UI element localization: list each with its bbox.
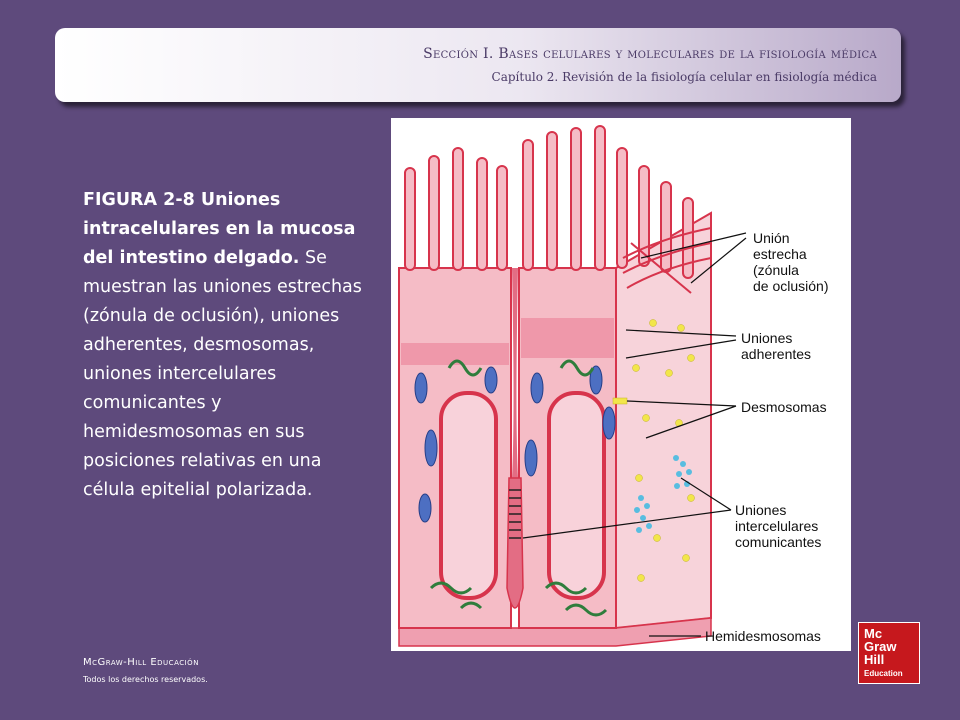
- left-cell-nucleus: [439, 391, 498, 600]
- label-adherens-junctions: Uniones adherentes: [741, 330, 811, 362]
- adherens-belts: [401, 318, 614, 365]
- caption-body: Se muestran las uniones estrechas (zónul…: [83, 248, 362, 500]
- label-line: Uniones: [735, 502, 787, 518]
- logo-line-4: Education: [864, 669, 903, 678]
- label-line: de oclusión): [753, 278, 829, 294]
- label-line: comunicantes: [735, 534, 822, 550]
- golgi-and-filaments: [429, 359, 608, 617]
- gap-junction-clusters: [634, 455, 692, 533]
- label-tight-junction: Unión estrecha (zónula de oclusión): [753, 230, 829, 294]
- mitochondria: [414, 365, 616, 523]
- microvilli: [404, 125, 694, 279]
- header-banner: Sección I. Bases celulares y moleculares…: [55, 28, 901, 102]
- figure-caption: FIGURA 2-8 Uniones intracelulares en la …: [83, 186, 363, 505]
- tight-junction-strands: [622, 227, 712, 294]
- label-line: adherentes: [741, 346, 812, 362]
- chapter-title: Capítulo 2. Revisión de la fisiología ce…: [491, 70, 877, 84]
- label-desmosomes: Desmosomas: [741, 399, 827, 415]
- label-gap-junctions: Uniones intercelulares comunicantes: [735, 502, 821, 550]
- label-line: Uniones: [741, 330, 793, 346]
- gap-junction-ladder: [509, 489, 521, 539]
- figure-panel: Unión estrecha (zónula de oclusión) Unio…: [391, 118, 851, 651]
- callout-leader-lines: [522, 232, 747, 637]
- label-line: Unión: [753, 230, 790, 246]
- label-line: Hemidesmosomas: [705, 628, 821, 644]
- section-title: Sección I. Bases celulares y moleculares…: [423, 46, 877, 62]
- right-cell-nucleus: [547, 391, 606, 600]
- label-line: (zónula: [753, 262, 799, 278]
- label-line: intercelulares: [735, 518, 819, 534]
- caption-title: FIGURA 2-8 Uniones intracelulares en la …: [83, 190, 356, 268]
- intercellular-space: [512, 268, 518, 478]
- footer-brand: McGraw-Hill Educación: [83, 657, 199, 668]
- intercellular-space-lower: [506, 477, 524, 609]
- logo-line-3: Hill: [864, 652, 885, 667]
- intestinal-epithelium-illustration: [398, 125, 747, 647]
- footer-rights: Todos los derechos reservados.: [83, 675, 208, 684]
- publisher-logo: Mc Graw Hill Education: [858, 622, 920, 684]
- label-hemidesmosomes: Hemidesmosomas: [705, 628, 821, 644]
- logo-line-2: Graw: [864, 639, 897, 654]
- logo-line-1: Mc: [864, 626, 883, 641]
- label-line: estrecha: [753, 246, 807, 262]
- label-line: Desmosomas: [741, 399, 827, 415]
